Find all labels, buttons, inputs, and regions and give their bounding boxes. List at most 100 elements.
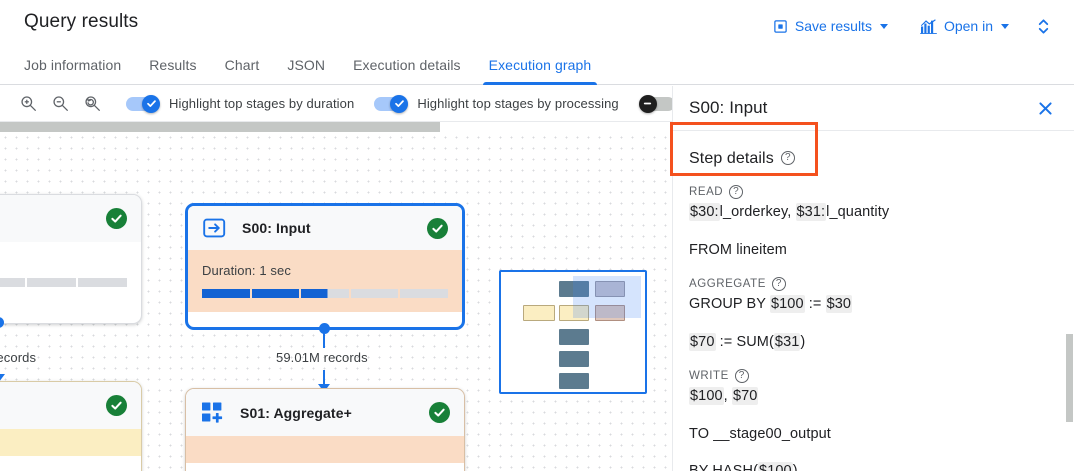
toggle-highlight-duration[interactable]: Highlight top stages by duration: [126, 94, 355, 113]
graph-minimap[interactable]: [499, 270, 647, 394]
panel-scrollbar-thumb[interactable]: [1066, 334, 1073, 422]
aggregate-grid-icon: [200, 400, 226, 426]
help-icon[interactable]: ?: [729, 185, 744, 199]
toggle-switch-processing[interactable]: [374, 94, 409, 113]
status-success-icon: [106, 395, 127, 416]
help-icon[interactable]: ?: [780, 151, 795, 165]
minimap-node: [559, 373, 589, 389]
tab-results[interactable]: Results: [135, 57, 210, 84]
toggle-knob: [638, 94, 657, 113]
chevron-down-icon: [879, 23, 888, 29]
header-actions: Save results Open in: [764, 9, 1060, 43]
execution-graph-canvas[interactable]: records S00: Input D: [0, 122, 672, 471]
minimap-node: [559, 329, 589, 345]
graph-edge-label-s00-s01: 59.01M records: [276, 350, 368, 365]
detail-value-aggregate: GROUP BY $100 := $30: [689, 294, 1058, 315]
zoom-reset-icon: [84, 95, 101, 112]
node-body: [0, 242, 141, 301]
toggle-third[interactable]: [638, 94, 675, 113]
graph-node-partial-top-left[interactable]: [0, 194, 142, 324]
field-token: $70: [689, 332, 716, 351]
bar-segment: [0, 278, 25, 287]
toggle-switch-third[interactable]: [638, 94, 675, 113]
bar-segment: [202, 289, 250, 298]
graph-node-partial-bottom-left[interactable]: [0, 381, 142, 471]
field-token: $100: [769, 295, 805, 314]
tab-json[interactable]: JSON: [273, 57, 339, 84]
zoom-out-icon: [52, 95, 69, 112]
node-header: S01: Aggregate+: [186, 389, 464, 436]
tab-execution-graph[interactable]: Execution graph: [475, 57, 606, 85]
panel-close-button[interactable]: [1030, 93, 1060, 123]
step-details-heading: Step details ?: [689, 131, 1058, 185]
graph-node-s00-input[interactable]: S00: Input Duration: 1 sec: [185, 203, 465, 330]
panel-scrollbar[interactable]: [1066, 196, 1074, 471]
help-icon[interactable]: ?: [771, 277, 786, 292]
expand-collapse-button[interactable]: [1026, 9, 1060, 43]
detail-label-aggregate: AGGREGATE ?: [689, 277, 1058, 292]
save-icon: [773, 19, 788, 34]
node-header: [0, 382, 141, 429]
field-text: l_quantity: [826, 204, 890, 220]
open-in-button[interactable]: Open in: [911, 13, 1018, 39]
minimap-viewport[interactable]: [573, 276, 641, 318]
page-title: Query results: [24, 11, 139, 32]
graph-edge-arrow-left: [0, 374, 5, 382]
field-token: $30: [825, 295, 853, 314]
node-header: [0, 195, 141, 242]
status-success-icon: [106, 208, 127, 229]
save-results-button[interactable]: Save results: [764, 13, 897, 39]
graph-horizontal-scrollbar[interactable]: [0, 122, 672, 132]
toggle-highlight-processing[interactable]: Highlight top stages by processing: [374, 94, 619, 113]
graph-node-s01-aggregate[interactable]: S01: Aggregate+: [185, 388, 465, 471]
field-text: ,: [723, 388, 732, 405]
toggle-label-processing: Highlight top stages by processing: [417, 96, 619, 111]
bar-segment: [26, 278, 76, 287]
node-body: [0, 429, 141, 456]
open-in-label: Open in: [943, 18, 993, 34]
toggle-knob: [142, 94, 160, 113]
minimap-node: [595, 305, 625, 321]
zoom-reset-button[interactable]: [78, 90, 106, 118]
graph-horizontal-scrollbar-thumb[interactable]: [0, 122, 440, 132]
tab-execution-details[interactable]: Execution details: [339, 57, 475, 84]
zoom-out-button[interactable]: [46, 90, 74, 118]
field-token: $31: [773, 332, 801, 351]
zoom-controls: [0, 90, 106, 118]
field-text: :=: [804, 296, 826, 313]
panel-divider: [673, 130, 1074, 131]
tab-bar: Job information Results Chart JSON Execu…: [0, 47, 1074, 85]
field-token: $100: [689, 387, 724, 406]
field-token: $70: [731, 387, 759, 406]
chart-icon: [920, 18, 937, 34]
tab-job-information[interactable]: Job information: [10, 57, 135, 84]
bar-segment: [350, 289, 399, 298]
toggle-switch-duration[interactable]: [126, 94, 160, 113]
minimap-node: [559, 351, 589, 367]
status-success-icon: [427, 217, 448, 239]
field-text: ): [793, 463, 798, 471]
detail-value-write: $100, $70: [689, 386, 1058, 407]
minimap-node: [559, 305, 589, 321]
field-token: $31:: [795, 203, 827, 221]
minimap-node: [595, 281, 625, 297]
help-icon[interactable]: ?: [734, 369, 749, 384]
node-title: S01: Aggregate+: [240, 404, 352, 421]
detail-value-read: $30:l_orderkey, $31:l_quantity: [689, 202, 1058, 223]
graph-toolbar: Highlight top stages by duration Highlig…: [0, 86, 675, 122]
detail-label-text: WRITE: [689, 370, 729, 383]
field-text: := SUM(: [715, 333, 774, 350]
zoom-in-button[interactable]: [14, 90, 42, 118]
expand-collapse-icon: [1036, 18, 1051, 35]
detail-value-sum: $70 := SUM($31): [689, 332, 1058, 353]
step-details-label: Step details: [689, 150, 774, 167]
field-text: ): [800, 333, 806, 350]
toggle-label-duration: Highlight top stages by duration: [169, 96, 355, 111]
tab-chart[interactable]: Chart: [211, 57, 274, 84]
panel-body: Step details ? READ ? $30:l_orderkey, $3…: [673, 131, 1074, 471]
field-token: $100: [758, 462, 793, 471]
save-results-label: Save results: [794, 18, 872, 34]
field-text: l_orderkey,: [719, 204, 796, 220]
toggle-knob: [390, 94, 409, 113]
